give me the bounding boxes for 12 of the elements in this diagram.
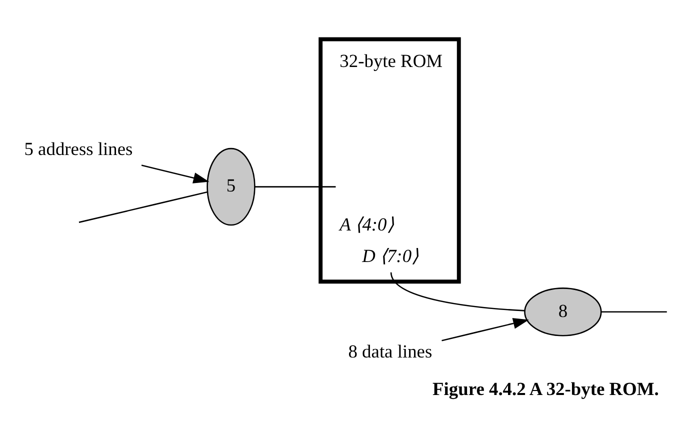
connector: [601, 310, 667, 312]
node-ellipse: 5: [206, 147, 256, 226]
node-ellipse: 8: [524, 287, 602, 336]
caption: Figure 4.4.2 A 32-byte ROM.: [432, 378, 659, 399]
node-box: 32-byte ROM A ⟨4:0⟩ D ⟨7:0⟩: [318, 36, 461, 284]
arrow: [141, 164, 210, 183]
node-text: 5 address lines: [24, 138, 133, 158]
connector: [390, 272, 525, 311]
connector: [254, 186, 336, 187]
arrow: [442, 318, 529, 341]
connector: [78, 190, 208, 222]
node-text: 8 data lines: [348, 341, 432, 362]
